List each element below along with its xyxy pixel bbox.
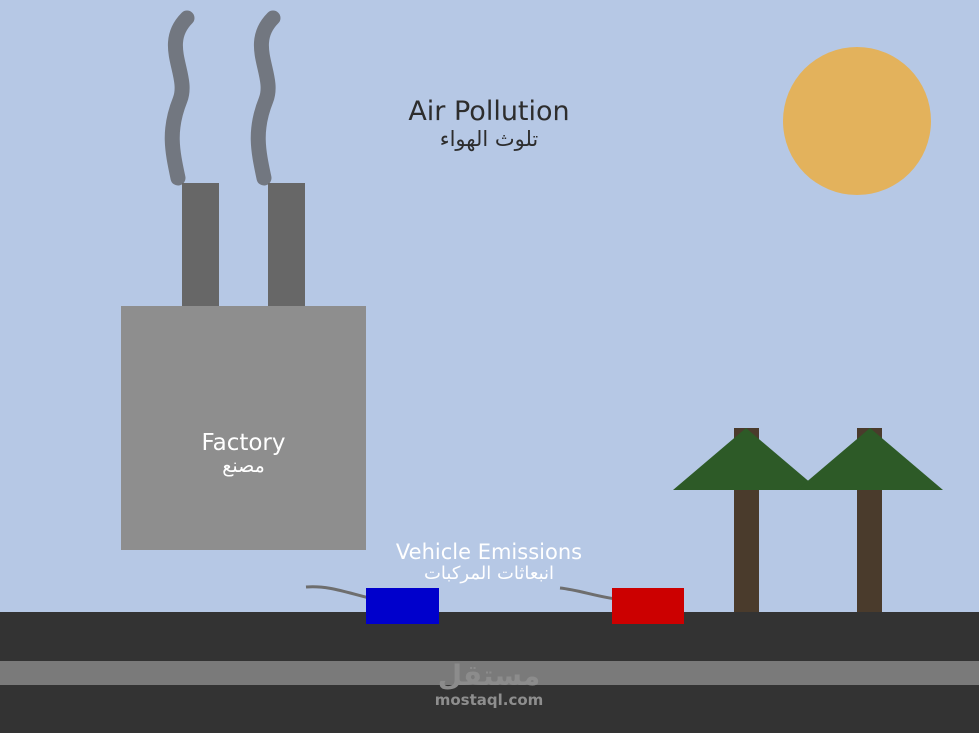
vehicle-emissions-label: Vehicle Emissions انبعاثات المركبات	[339, 540, 639, 585]
watermark-logo: مستقل	[437, 659, 541, 692]
watermark-url: mostaql.com	[434, 691, 544, 709]
smoke-plume-left	[164, 10, 195, 186]
vehicle-label-arabic: انبعاثات المركبات	[423, 563, 555, 585]
chimney-right	[268, 183, 305, 307]
tree-foliage-left	[673, 428, 819, 490]
mostaql-watermark: مستقل mostaql.com	[389, 659, 589, 710]
factory-label-arabic: مصنع	[222, 455, 265, 478]
sun	[783, 47, 931, 195]
tree-foliage-right	[797, 428, 943, 490]
chimney-left	[182, 183, 219, 307]
road-stripe	[0, 661, 979, 685]
title-english: Air Pollution	[408, 96, 570, 127]
factory-label-english: Factory	[201, 430, 286, 456]
red-car	[612, 588, 684, 624]
title-arabic: تلوث الهواء	[439, 127, 539, 152]
factory-building	[121, 306, 366, 550]
factory-label: Factory مصنع	[121, 430, 366, 478]
smoke-plume-right	[250, 10, 281, 186]
blue-car	[366, 588, 439, 624]
scene-title: Air Pollution تلوث الهواء	[339, 96, 639, 151]
vehicle-label-english: Vehicle Emissions	[395, 540, 583, 564]
